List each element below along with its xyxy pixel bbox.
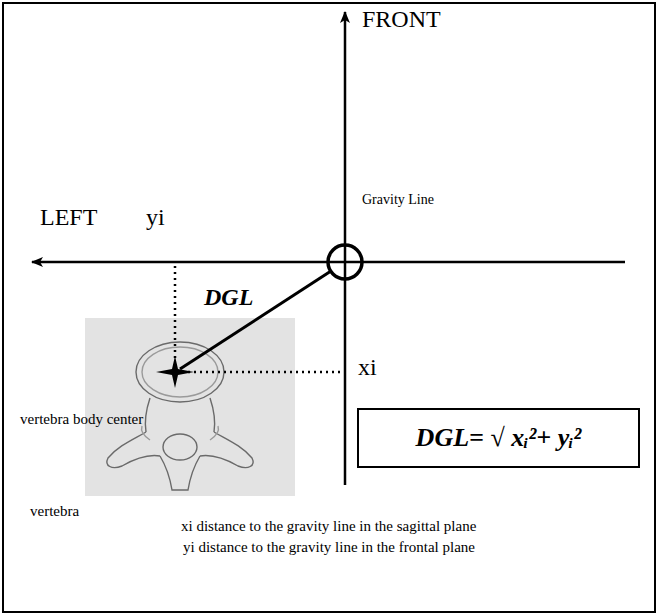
gravity-line-symbol (328, 245, 362, 279)
note: yi distance to the gravity line in the f… (183, 539, 475, 556)
y-projection (174, 266, 177, 360)
vertebra-ground (85, 318, 295, 496)
axis-label: FRONT (362, 6, 441, 34)
distance-line (180, 271, 331, 369)
formula-text: DGL= √ xᵢ²+ yᵢ² (416, 423, 582, 453)
front-axis (344, 12, 347, 485)
distance-label: DGL (204, 284, 253, 312)
part-label: vertebra (30, 503, 79, 520)
body-center-star (156, 356, 194, 388)
note: xi distance to the gravity line in the s… (181, 518, 476, 535)
formula-box: DGL= √ xᵢ²+ yᵢ² (357, 408, 640, 468)
gravity-line-label: Gravity Line (362, 192, 434, 208)
axis-label: LEFT (40, 204, 97, 232)
part-label: vertebra body center (20, 411, 143, 428)
axis-label: yi (146, 204, 165, 232)
axis-label: xi (358, 354, 377, 382)
frame (3, 3, 655, 612)
x-projection (188, 371, 340, 374)
